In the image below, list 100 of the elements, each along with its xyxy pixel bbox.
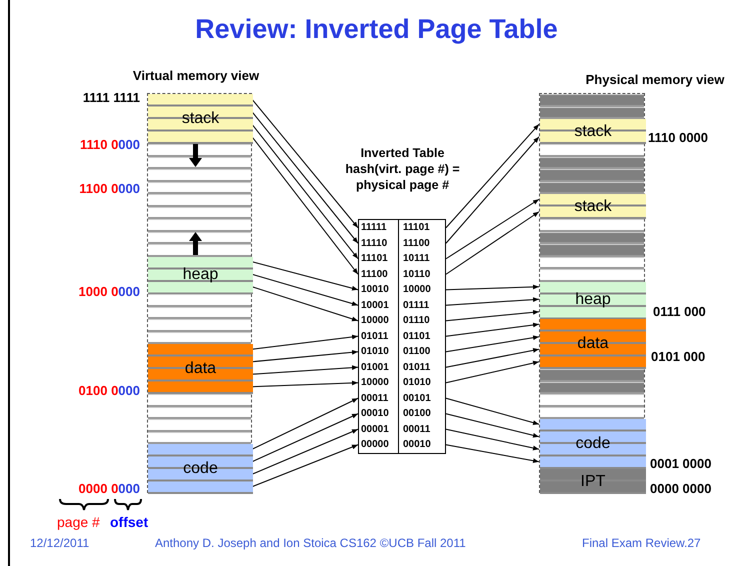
address-label: 0100 0000 [78,383,140,398]
page-number: 01111 [403,298,430,312]
page-number: 11111 [361,221,387,235]
memory-segment [540,282,646,319]
page-number: 10111 [403,252,430,266]
page-number: 01001 [361,360,389,374]
field-caption: page # [57,514,100,530]
page-number: 11100 [361,268,388,282]
arrow [252,274,358,306]
arrow [446,136,540,244]
arrow [446,398,540,425]
page-number: 01110 [403,314,430,328]
arrow [252,98,358,228]
address-label: 1111 1111 [82,90,140,105]
page-number: 11101 [361,252,388,266]
page-number: 11101 [403,221,430,235]
arrow [252,365,358,375]
page-number: 11110 [361,236,388,250]
page-number: 01011 [361,330,388,344]
page-number: 00101 [403,392,431,406]
address-label: 1110 0000 [80,137,140,152]
segment-label: data [184,360,218,378]
memory-segment [540,419,646,469]
segment-label: stack [573,122,613,140]
arrow [252,124,358,260]
memory-segment [540,194,646,219]
page-number: 01100 [403,345,430,359]
arrow [446,124,540,228]
arrow [446,348,540,368]
slide-title: Review: Inverted Page Table [195,14,558,44]
arrow [446,360,540,384]
memory-segment [148,344,253,394]
arrow [252,136,358,275]
field-caption: offset [110,514,148,530]
page-number: 00010 [403,438,431,452]
arrow [446,428,540,450]
page-number: 00100 [403,407,431,421]
arrow [252,428,358,475]
arrow [252,398,358,450]
address-label: 0111 000 [653,304,706,319]
arrow [446,413,540,438]
column-heading: Virtual memory view [132,68,260,83]
arrow [446,335,540,352]
arrow [252,334,358,350]
segment-label: stack [180,110,220,128]
arrow [252,111,358,244]
footer-date: 12/12/2011 [30,536,90,550]
memory-segment [540,319,646,369]
page-number: 00011 [403,422,430,436]
page-number: 01010 [403,376,431,390]
page-number: 10000 [403,283,431,297]
address-label: 0001 0000 [650,456,712,471]
arrow [252,286,358,322]
address-label: 0101 000 [651,349,706,364]
segment-label: heap [182,266,220,284]
segment-label: IPT [580,472,606,490]
footer-credit: Anthony D. Joseph and Ion Stoica CS162 ©UCB Fall 2011 [155,536,466,550]
page-number: 10110 [403,268,430,282]
page-number: 10010 [361,283,389,297]
page-number: 01010 [361,345,389,359]
address-label: 1110 0000 [648,130,708,145]
arrow [446,284,540,290]
address-label: 1000 0000 [78,284,140,299]
column-heading: Physical memory view [586,72,724,87]
page-number: 10000 [361,376,389,390]
arrow [252,444,358,488]
arrow [446,211,540,275]
segment-label: code [574,435,612,453]
page-number: 00011 [361,392,388,406]
arrow [252,413,358,462]
memory-segment [540,119,646,144]
page-number: 10000 [361,314,389,328]
address-label: 0000 0000 [650,481,712,496]
segment-label: heap [574,291,612,310]
segment-label: code [182,460,219,478]
page-number: 01101 [403,330,430,344]
memory-segment [148,256,253,294]
table-heading: Inverted Table hash(virt. page #) = physical page # [345,146,460,192]
arrow [446,297,540,306]
arrow [446,310,540,322]
memory-segment [148,444,253,494]
memory-segment [540,469,646,494]
page-number: 11100 [403,236,430,250]
page-number: 00010 [361,407,389,421]
footer-slide-number: Final Exam Review.27 [582,536,701,550]
arrow [446,198,540,260]
page-number: 01011 [403,360,430,374]
page-number: 10001 [361,298,389,312]
address-label: 1100 0000 [79,181,140,196]
segment-label: data [576,335,610,353]
arrow [252,261,358,291]
arrow [446,444,540,464]
address-label: 0000 0000 [78,481,140,496]
memory-segment [148,94,253,144]
page-number: 00000 [361,438,389,452]
page-number: 00001 [361,422,389,436]
arrow [252,380,358,388]
arrow [446,322,540,337]
arrow [252,350,358,362]
segment-label: stack [573,198,613,216]
